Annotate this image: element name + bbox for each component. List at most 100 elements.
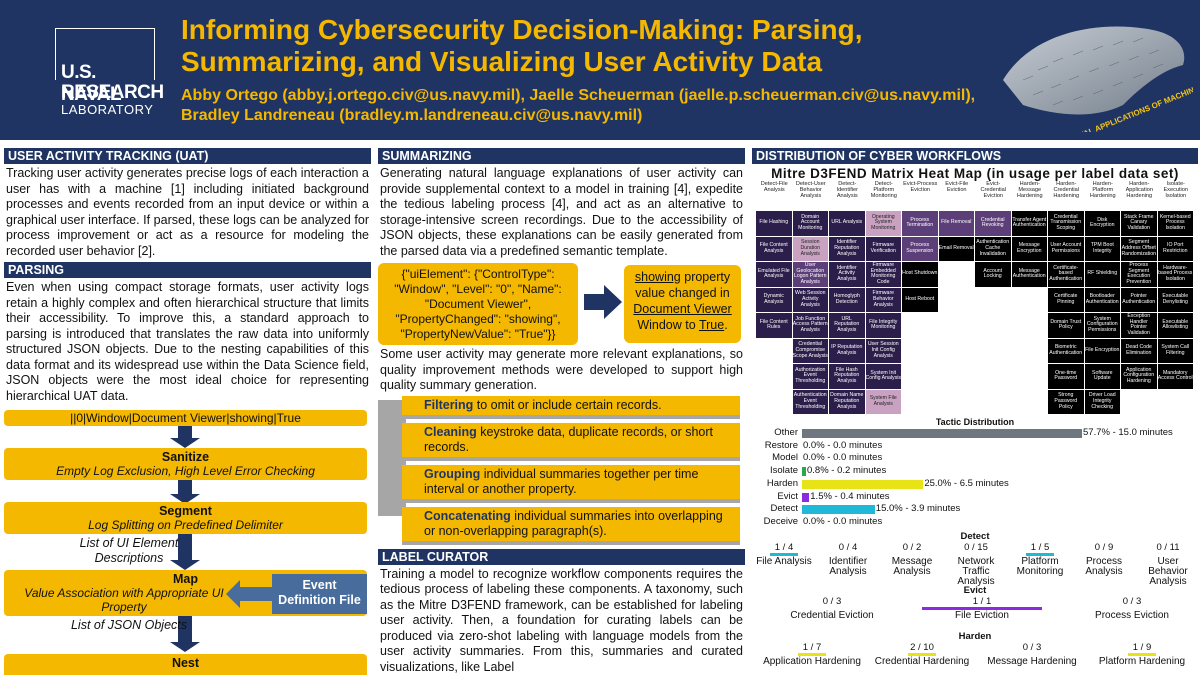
map-desc: Value Association with Appropriate UI Pr… [24,586,224,614]
heatmap-cell: IP Reputation Analysis [829,338,865,363]
heatmap-cell: URL Reputation Analysis [829,313,865,338]
heatmap-cell: Kernel-based Process Isolation [1157,211,1193,236]
heatmap-title: Mitre D3FEND Matrix Heat Map (in usage p… [771,166,1179,181]
sanitize-box: Sanitize Empty Log Exclusion, High Level… [4,448,367,480]
flow-label-ui-elements: List of UI Element Descriptions [79,536,179,565]
technique-count: 1 / 7 [802,642,822,653]
heatmap-cell [1011,338,1047,363]
heatmap-cell: TPM Boot Integrity [1084,236,1120,261]
heatmap-column-header: Detect-Identifier Analysis [836,181,858,199]
heatmap-cell: Host Shutdown [902,262,938,287]
tactic-label: Detect [770,503,798,515]
logo-line-3: LABORATORY [61,102,154,117]
heatmap-cell [975,338,1011,363]
tactic-value: 0.8% - 0.2 minutes [807,465,887,477]
heatmap-cell [902,389,938,414]
logo-frame [55,28,155,80]
heatmap-cell: User Account Permissions [1048,236,1084,261]
technique-count: 0 / 3 [822,596,842,607]
distribution-heading: DISTRIBUTION OF CYBER WORKFLOWS [752,148,1198,164]
heatmap-cell: Dead Code Elimination [1121,338,1157,363]
heatmap-cell: User Session Init Config Analysis [865,338,901,363]
technique-name: Network Traffic Analysis [957,556,995,587]
heatmap-cell: Firmware Verification [865,236,901,261]
heatmap-cell [938,364,974,389]
heatmap-cell: Message Authentication [1011,262,1047,287]
poster-header: U.S. NAVAL RESEARCH LABORATORY Informing… [0,0,1200,140]
tactic-label: Other [774,427,798,438]
heatmap-column-header: Isolate-Execution Isolation [1163,181,1189,199]
heatmap-column-header: Detect-File Analysis [760,181,788,193]
summary-sentence-box: showing property value changed in Docume… [624,265,741,343]
technique-coverage-bar [908,653,936,656]
heatmap-cell: File Removal [938,211,974,236]
logo-line-2: RESEARCH [61,82,164,103]
technique-count: 0 / 9 [1094,542,1114,553]
uat-body: Tracking user activity generates precise… [6,166,369,258]
flow-label-json-objects: List of JSON Objects [70,618,187,632]
summary-text-3: . [724,318,728,332]
technique-count: 0 / 4 [838,542,858,553]
heatmap-cell: Process Termination [902,211,938,236]
heatmap-column-header: Detect-User Behavior Analysis [795,181,826,199]
heatmap-column-header: Evict-Process Eviction [903,181,938,193]
technique-name: Credential Hardening [874,656,970,667]
column-right: DISTRIBUTION OF CYBER WORKFLOWS Mitre D3… [752,148,1198,675]
heatmap-cell: Bootloader Authentication [1084,287,1120,312]
sanitize-desc: Empty Log Exclusion, High Level Error Ch… [56,464,315,478]
heatmap-cell: Authentication Event Thresholding [792,389,828,414]
label-curator-heading: LABEL CURATOR [378,548,745,565]
technique-count: 0 / 3 [1122,596,1142,607]
heatmap-cell: File Integrity Monitoring [865,313,901,338]
technique-coverage-bar [770,553,798,556]
heatmap-column-header: Evict-File Eviction [945,181,969,193]
json-object-box: {"uiElement": {"ControlType": "Window", … [378,263,578,345]
heatmap-cell [975,364,1011,389]
heatmap-cell: System File Analysis [865,389,901,414]
heatmap-cell: Identifier Activity Analysis [829,262,865,287]
heatmap-cell [1121,389,1157,414]
step-concatenating: Concatenating individual summaries into … [402,506,740,545]
heatmap-cell: User Geolocation Logon Pattern Analysis [792,262,828,287]
step-desc: individual summaries together per time i… [424,466,699,496]
heatmap-cell: Session Duration Analysis [792,236,828,261]
heatmap-cell: Driver Load Integrity Checking [1084,389,1120,414]
technique-coverage-bar [922,607,1042,610]
technique-name: Process Analysis [1085,556,1123,577]
flow-arrow [170,480,200,504]
evict-title: Evict [963,585,987,596]
heatmap-cell [1011,364,1047,389]
heatmap-cell [756,389,792,414]
heatmap-cell: File Hash Reputation Analysis [829,364,865,389]
tactic-value: 0.0% - 0.0 minutes [803,515,883,527]
heatmap-cell: Executable Denylisting [1157,287,1193,312]
logo-line-1: U.S. NAVAL [61,62,122,105]
heatmap-column-header: Detect-Platform Monitoring [870,181,897,199]
tactic-value: 57.7% - 15.0 minutes [1083,427,1173,438]
summary-text-2: Window to [637,318,699,332]
event-file-arrow [226,580,274,608]
technique-name: File Eviction [955,610,1009,621]
heatmap-cell: Transfer Agent Authentication [1011,211,1047,236]
heatmap-cell: Authentication Cache Invalidation [975,236,1011,261]
poster-authors: Abby Ortego (abby.j.ortego.civ@us.navy.m… [181,87,976,124]
heatmap-cell: Credential Compromise Scope Analysis [792,338,828,363]
heatmap-cell: System Call Filtering [1157,338,1193,363]
heatmap-column-header: Evict-Credential Eviction [980,181,1007,199]
step-filtering: Filtering to omit or include certain rec… [402,395,740,419]
segment-title: Segment [159,504,212,518]
flow-arrow [170,616,200,652]
technique-name: Credential Eviction [790,610,874,621]
heatmap-cell: Software Update [1084,364,1120,389]
fish-school-emblem: NAVAL APPLICATIONS OF MACHINE LEARNING 2… [1003,26,1193,132]
quality-steps: Filtering to omit or include certain rec… [378,395,745,545]
technique-coverage-bar [798,653,826,656]
technique-name: Platform Hardening [1098,656,1186,667]
heatmap-cell: Strong Password Policy [1048,389,1084,414]
technique-name: File Analysis [756,556,812,567]
